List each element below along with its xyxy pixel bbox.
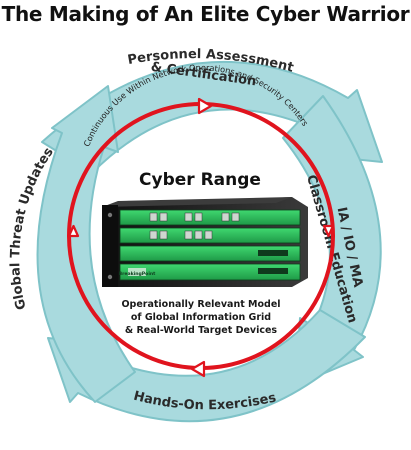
loop-arrowhead-right <box>322 224 335 238</box>
loop-arrowhead-bottom <box>190 360 206 378</box>
arrow-bottom <box>47 309 366 423</box>
description-line-3: & Real-World Target Devices <box>125 325 278 336</box>
description-line-1: Operationally Relevant Model <box>121 299 280 310</box>
cyber-range-device-image: BreakingPoint <box>102 197 308 287</box>
inner-loop <box>67 97 335 378</box>
loop-arrowhead-left <box>67 224 80 238</box>
loop-arrowhead-top <box>197 97 213 115</box>
arrow-top <box>41 60 383 174</box>
arrow-left <box>36 85 136 403</box>
page-title: The Making of An Elite Cyber Warrior <box>1 2 410 26</box>
device-brand: BreakingPoint <box>119 271 157 277</box>
center-title: Cyber Range <box>139 170 261 190</box>
description-line-2: of Global Information Grid <box>131 312 271 323</box>
